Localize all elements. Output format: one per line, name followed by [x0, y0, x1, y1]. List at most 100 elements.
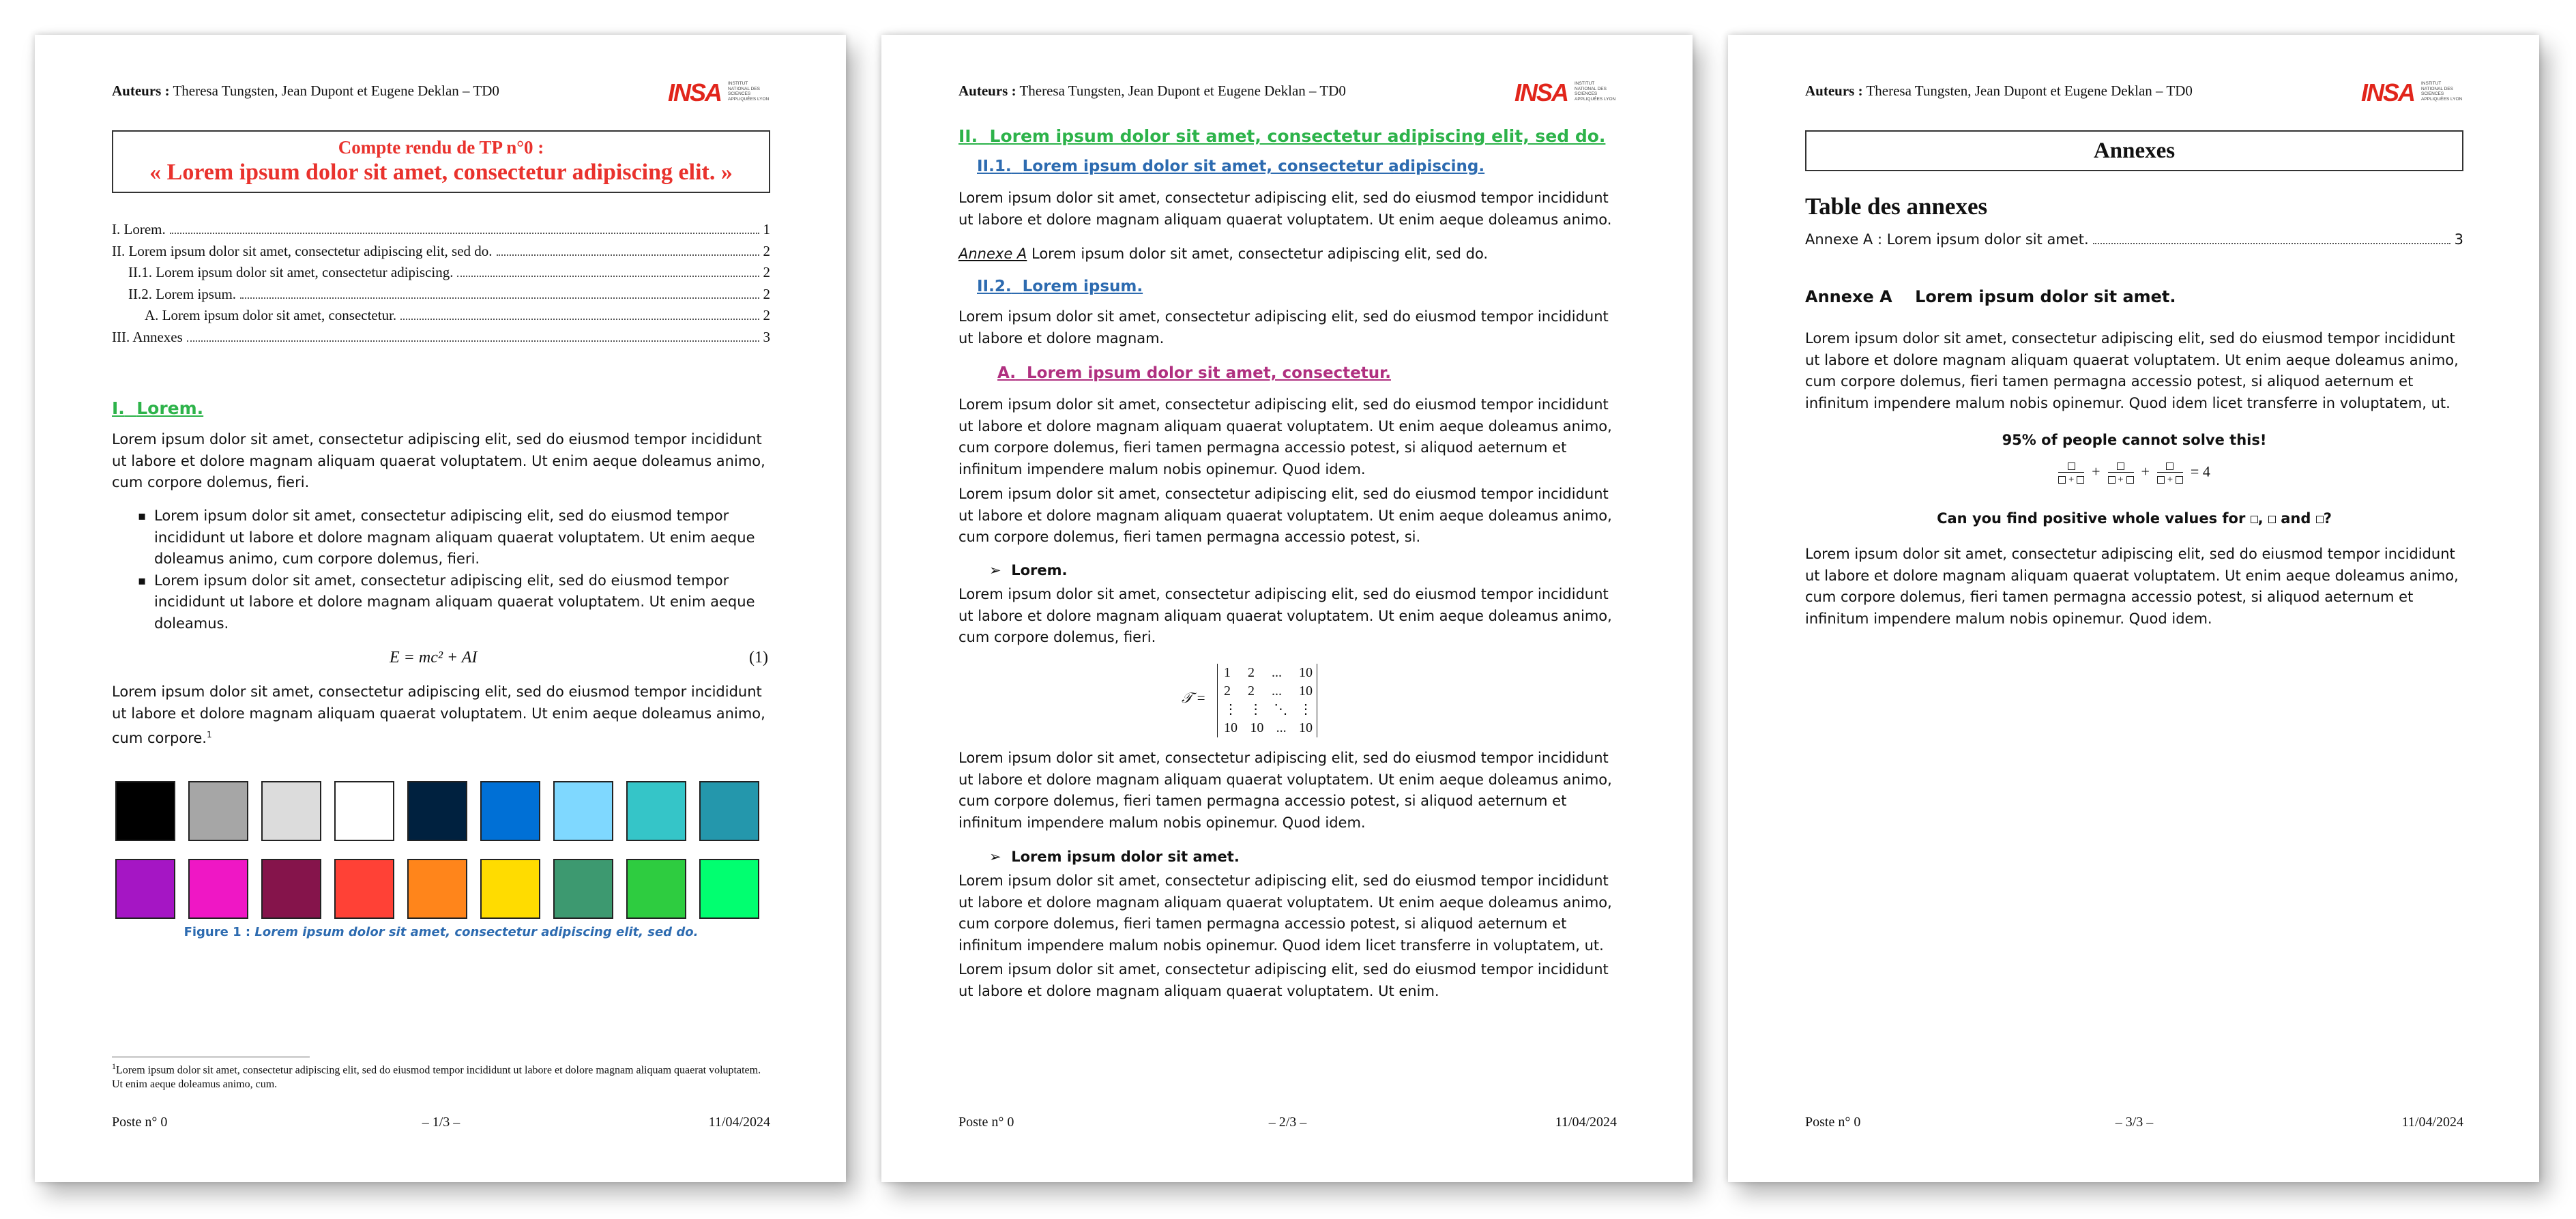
logo-mark: INSA	[2361, 78, 2416, 106]
color-swatch-orange	[407, 859, 467, 919]
table-of-contents: I. Lorem.1 II. Lorem ipsum dolor sit ame…	[112, 219, 770, 348]
footer-date: 11/04/2024	[2401, 1115, 2463, 1130]
insa-logo: INSA INSTITUT NATIONAL DES SCIENCES APPL…	[668, 78, 770, 107]
color-swatch-green	[626, 859, 686, 919]
page-footer: Poste n° 0 – 2/3 – 11/04/2024	[958, 1115, 1617, 1135]
footer-page-number: – 2/3 –	[1268, 1115, 1307, 1130]
color-swatch-gray	[188, 781, 248, 841]
section-heading-2: II. Lorem ipsum dolor sit amet, consecte…	[958, 126, 1606, 146]
arrow-item: ➢ Lorem.	[989, 562, 1068, 578]
color-swatch-yellow	[480, 859, 540, 919]
document-page-2: Auteurs : Theresa Tungsten, Jean Dupont …	[881, 35, 1693, 1182]
page-footer: Poste n° 0 – 3/3 – 11/04/2024	[1805, 1115, 2463, 1135]
bullet-list: Lorem ipsum dolor sit amet, consectetur …	[138, 505, 770, 635]
report-title-line1: Compte rendu de TP n°0 :	[338, 137, 544, 158]
color-swatch-aqua	[553, 781, 613, 841]
banana-box-icon	[2058, 476, 2066, 484]
toc-entry[interactable]: II.1. Lorem ipsum dolor sit amet, consec…	[112, 262, 770, 284]
equation: E = mc² + AI	[390, 649, 478, 666]
annex-reference: Annexe A Lorem ipsum dolor sit amet, con…	[958, 246, 1489, 262]
apple-box-icon	[2107, 476, 2116, 484]
color-swatch-red	[334, 859, 394, 919]
logo-mark: INSA	[1514, 78, 1569, 106]
footer-poste: Poste n° 0	[112, 1115, 168, 1130]
banana-box-icon	[2268, 515, 2276, 523]
color-swatch-navy	[407, 781, 467, 841]
page-header: Auteurs : Theresa Tungsten, Jean Dupont …	[1805, 78, 2463, 117]
annex-toc-entry[interactable]: Annexe A : Lorem ipsum dolor sit amet.3	[1805, 229, 2463, 251]
footnote: 1Lorem ipsum dolor sit amet, consectetur…	[112, 1061, 761, 1091]
logo-subtitle: INSTITUT NATIONAL DES SCIENCES APPLIQUÉE…	[2421, 81, 2463, 102]
authors-label: Auteurs :	[1805, 83, 1863, 99]
annex-heading: Annexe A Lorem ipsum dolor sit amet.	[1805, 287, 2176, 306]
logo-mark: INSA	[668, 78, 722, 106]
footer-date: 11/04/2024	[708, 1115, 770, 1130]
page-footer: Poste n° 0 – 1/3 – 11/04/2024	[112, 1115, 770, 1135]
toc-entry[interactable]: II. Lorem ipsum dolor sit amet, consecte…	[112, 241, 770, 263]
toc-entry[interactable]: A. Lorem ipsum dolor sit amet, consectet…	[112, 305, 770, 327]
matrix-left-bar	[1217, 664, 1220, 737]
footer-poste: Poste n° 0	[1805, 1115, 1861, 1130]
footer-page-number: – 1/3 –	[422, 1115, 460, 1130]
apple-box-icon	[2067, 462, 2075, 471]
pineapple-box-icon	[2166, 462, 2174, 471]
pineapple-box-icon	[2126, 476, 2134, 484]
paragraph: Lorem ipsum dolor sit amet, consectetur …	[958, 486, 1612, 545]
puzzle-title: 95% of people cannot solve this!	[2002, 432, 2267, 448]
apple-box-icon	[2250, 515, 2258, 523]
paragraph: Lorem ipsum dolor sit amet, consectetur …	[958, 961, 1609, 999]
footer-poste: Poste n° 0	[958, 1115, 1014, 1130]
puzzle-equation: + + + + + = 4	[1805, 460, 2463, 486]
authors-label: Auteurs :	[112, 83, 170, 99]
matrix-right-bar	[1317, 664, 1319, 737]
matrix-symbol: 𝒯 =	[1182, 690, 1206, 706]
toc-entry[interactable]: I. Lorem.1	[112, 219, 770, 241]
section-heading-1: I. Lorem.	[112, 398, 204, 418]
paragraph: Lorem ipsum dolor sit amet, consectetur …	[958, 586, 1612, 645]
document-page-3: Auteurs : Theresa Tungsten, Jean Dupont …	[1728, 35, 2539, 1182]
subsection-heading-a: A. Lorem ipsum dolor sit amet, consectet…	[997, 364, 1391, 382]
insa-logo: INSA INSTITUT NATIONAL DES SCIENCES APPL…	[2361, 78, 2463, 107]
figure-caption: Figure 1 : Lorem ipsum dolor sit amet, c…	[184, 925, 699, 939]
color-swatch-lime	[699, 859, 759, 919]
paragraph: Lorem ipsum dolor sit amet, consectetur …	[958, 750, 1612, 831]
report-title-box: Compte rendu de TP n°0 : « Lorem ipsum d…	[112, 130, 770, 193]
page-header: Auteurs : Theresa Tungsten, Jean Dupont …	[112, 78, 770, 117]
subsection-heading-2-2: II.2. Lorem ipsum.	[977, 278, 1143, 295]
color-swatch-blue	[480, 781, 540, 841]
logo-subtitle: INSTITUT NATIONAL DES SCIENCES APPLIQUÉE…	[1575, 81, 1616, 102]
bullet-item: Lorem ipsum dolor sit amet, consectetur …	[138, 505, 770, 570]
color-swatch-fuchsia	[188, 859, 248, 919]
annex-link[interactable]: Annexe A	[958, 246, 1027, 262]
color-swatch-silver	[261, 781, 321, 841]
page-header: Auteurs : Theresa Tungsten, Jean Dupont …	[958, 78, 1617, 117]
puzzle-question: Can you find positive whole values for ,…	[1937, 510, 2332, 527]
banana-box-icon	[2175, 476, 2183, 484]
toc-entry[interactable]: II.2. Lorem ipsum.2	[112, 284, 770, 306]
document-page-1: Auteurs : Theresa Tungsten, Jean Dupont …	[35, 35, 846, 1182]
arrow-icon: ➢	[989, 562, 1001, 578]
authors-label: Auteurs :	[958, 83, 1016, 99]
paragraph: Lorem ipsum dolor sit amet, consectetur …	[958, 308, 1609, 347]
arrow-item: ➢ Lorem ipsum dolor sit amet.	[989, 849, 1240, 865]
color-swatch-teal-light	[626, 781, 686, 841]
color-swatch-teal	[699, 781, 759, 841]
annexes-title-box: Annexes	[1805, 130, 2463, 171]
color-swatch-maroon	[261, 859, 321, 919]
authors-text: Theresa Tungsten, Jean Dupont et Eugene …	[1866, 83, 2193, 99]
authors-text: Theresa Tungsten, Jean Dupont et Eugene …	[173, 83, 499, 99]
insa-logo: INSA INSTITUT NATIONAL DES SCIENCES APPL…	[1514, 78, 1617, 107]
bullet-item: Lorem ipsum dolor sit amet, consectetur …	[138, 570, 770, 635]
report-title-line2: « Lorem ipsum dolor sit amet, consectetu…	[149, 160, 733, 185]
paragraph: Lorem ipsum dolor sit amet, consectetur …	[958, 190, 1612, 228]
paragraph: Lorem ipsum dolor sit amet, consectetur …	[112, 431, 765, 490]
arrow-icon: ➢	[989, 849, 1001, 865]
apple-box-icon	[2156, 476, 2165, 484]
pineapple-box-icon	[2315, 515, 2324, 523]
footer-date: 11/04/2024	[1555, 1115, 1617, 1130]
subsection-heading-2-1: II.1. Lorem ipsum dolor sit amet, consec…	[977, 158, 1485, 175]
annex-table-heading: Table des annexes	[1805, 193, 1988, 220]
color-swatch-black	[115, 781, 175, 841]
